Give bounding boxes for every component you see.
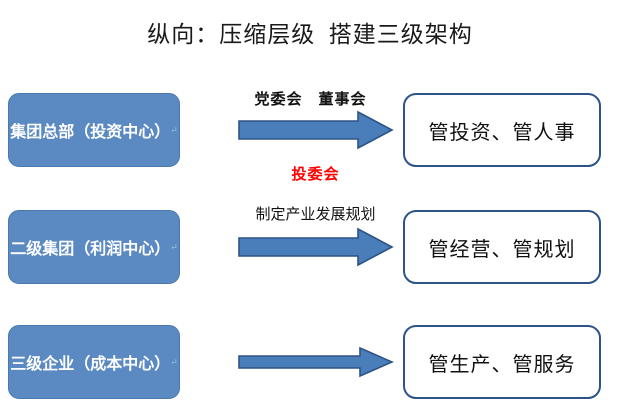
hierarchy-row-1: 集团总部（投资中心）↵ 管投资、管人事 xyxy=(0,93,620,167)
right-block-arrow-icon-3 xyxy=(238,344,394,380)
responsibility-label-3: 管生产、管服务 xyxy=(428,353,576,376)
right-block-arrow-icon-1 xyxy=(238,110,394,150)
hierarchy-row-2: 二级集团（利润中心）↵ 管经营、管规划 xyxy=(0,210,620,284)
responsibility-label-2: 管经营、管规划 xyxy=(428,238,576,261)
org-level-box-1[interactable]: 集团总部（投资中心）↵ xyxy=(8,93,180,167)
org-level-box-2[interactable]: 二级集团（利润中心）↵ xyxy=(8,210,180,284)
arrow-caption-top-1: 党委会 董事会 xyxy=(254,92,367,108)
right-block-arrow-icon-2 xyxy=(238,227,394,267)
responsibility-box-1[interactable]: 管投资、管人事 xyxy=(403,93,601,167)
responsibility-box-2[interactable]: 管经营、管规划 xyxy=(403,210,601,284)
page-title: 纵向：压缩层级 搭建三级架构 xyxy=(147,22,473,47)
org-level-box-3[interactable]: 三级企业（成本中心）↵ xyxy=(8,325,180,399)
paragraph-mark-icon: ↵ xyxy=(170,356,178,367)
org-level-label-1: 集团总部（投资中心） xyxy=(10,124,171,141)
paragraph-mark-icon: ↵ xyxy=(170,124,178,135)
org-level-label-3: 三级企业（成本中心） xyxy=(10,356,171,373)
arrow-caption-bottom-1: 投委会 xyxy=(291,167,340,183)
hierarchy-row-3: 三级企业（成本中心）↵ 管生产、管服务 xyxy=(0,325,620,399)
paragraph-mark-icon: ↵ xyxy=(170,241,178,252)
org-level-label-2: 二级集团（利润中心） xyxy=(10,241,171,258)
responsibility-label-1: 管投资、管人事 xyxy=(428,121,576,144)
arrow-caption-top-2: 制定产业发展规划 xyxy=(255,207,376,223)
responsibility-box-3[interactable]: 管生产、管服务 xyxy=(403,325,601,399)
